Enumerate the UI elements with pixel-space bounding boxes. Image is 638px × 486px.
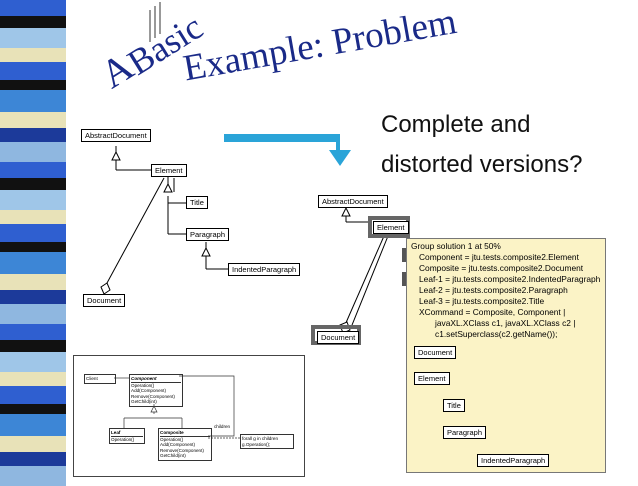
class-op: Operation() (131, 382, 155, 388)
stripe-block (0, 112, 66, 128)
note-line: Leaf-2 = jtu.tests.composite2.Paragraph (419, 285, 568, 295)
class-op: Remove(Component) (160, 447, 204, 453)
stripe-block (0, 404, 66, 414)
stripe-block (0, 290, 66, 304)
uml-right-element: Element (373, 221, 409, 234)
stripe-block (0, 80, 66, 90)
stripe-block (0, 28, 66, 48)
class-op: GetChild(int) (131, 399, 157, 404)
note-uml-title: Title (443, 399, 465, 412)
class-component: Component Operation() Add(Component) Rem… (129, 374, 183, 407)
class-leaf: Leaf Operation() (109, 428, 145, 444)
question-line-1: Complete and (381, 111, 531, 138)
class-op: Operation() (111, 436, 135, 442)
stripe-block (0, 274, 66, 290)
class-note-line: forall g in children (242, 436, 279, 441)
stripe-block (0, 372, 66, 386)
stripe-block (0, 162, 66, 178)
stripe-block (0, 452, 66, 466)
stripe-block (0, 414, 66, 436)
note-header: Group solution 1 at 50% (411, 241, 501, 251)
stripe-block (0, 436, 66, 452)
uml-abstract-document: AbstractDocument (81, 129, 151, 142)
decorative-stripe (0, 0, 66, 486)
note-uml-indented-paragraph: IndentedParagraph (477, 454, 550, 467)
uml-right-abstract-document: AbstractDocument (318, 195, 388, 208)
stripe-block (0, 178, 66, 190)
uml-right-document: Document (317, 331, 360, 344)
uml-document: Document (83, 294, 126, 307)
stripe-block (0, 242, 66, 252)
note-line: c1.setSuperclass(c2.getName()); (435, 329, 558, 339)
class-composite-name: Composite (160, 430, 210, 437)
class-diagram-lines (114, 375, 240, 439)
stripe-block (0, 190, 66, 210)
note-uml-document: Document (414, 346, 457, 359)
note-line: Leaf-3 = jtu.tests.composite2.Title (419, 296, 545, 306)
note-line: Component = jtu.tests.composite2.Element (419, 252, 579, 262)
stripe-block (0, 252, 66, 274)
class-op: Add(Component) (131, 388, 166, 393)
composite-class-diagram: Client Component Operation() Add(Compone… (73, 355, 305, 477)
stripe-block (0, 386, 66, 404)
class-note: forall g in children g.Operation(); (240, 434, 294, 449)
class-op: Operation() (160, 436, 184, 442)
note-line: Composite = jtu.tests.composite2.Documen… (419, 263, 584, 273)
stripe-block (0, 304, 66, 324)
note-line: Leaf-1 = jtu.tests.composite2.IndentedPa… (419, 274, 601, 284)
note-uml-paragraph: Paragraph (443, 426, 487, 439)
stripe-block (0, 340, 66, 352)
stripe-block (0, 142, 66, 162)
stripe-block (0, 352, 66, 372)
class-op: GetChild(int) (160, 453, 186, 458)
class-component-name: Component (131, 376, 181, 383)
uml-paragraph: Paragraph (186, 228, 230, 241)
question-line-2: distorted versions? (381, 151, 583, 178)
stripe-block (0, 324, 66, 340)
stripe-block (0, 48, 66, 62)
note-line: XCommand = Composite, Component | (419, 307, 566, 317)
uml-element: Element (151, 164, 187, 177)
class-op: Remove(Component) (131, 393, 175, 399)
stripe-block (0, 0, 66, 16)
stripe-block (0, 128, 66, 142)
stripe-block (0, 210, 66, 224)
note-line: javaXL.XClass c1, javaXL.XClass c2 | (435, 318, 576, 328)
note-uml-element: Element (414, 372, 450, 385)
uml-indented-paragraph: IndentedParagraph (228, 263, 301, 276)
stripe-block (0, 90, 66, 112)
class-op: Add(Component) (160, 442, 195, 447)
uml-title: Title (186, 196, 208, 209)
children-label: children (214, 424, 231, 429)
class-composite: Composite Operation() Add(Component) Rem… (158, 428, 212, 461)
stripe-block (0, 224, 66, 242)
class-client: Client (84, 374, 116, 384)
stripe-block (0, 16, 66, 28)
class-note-line: g.Operation(); (242, 441, 271, 447)
class-leaf-name: Leaf (111, 430, 143, 437)
stripe-block (0, 62, 66, 80)
